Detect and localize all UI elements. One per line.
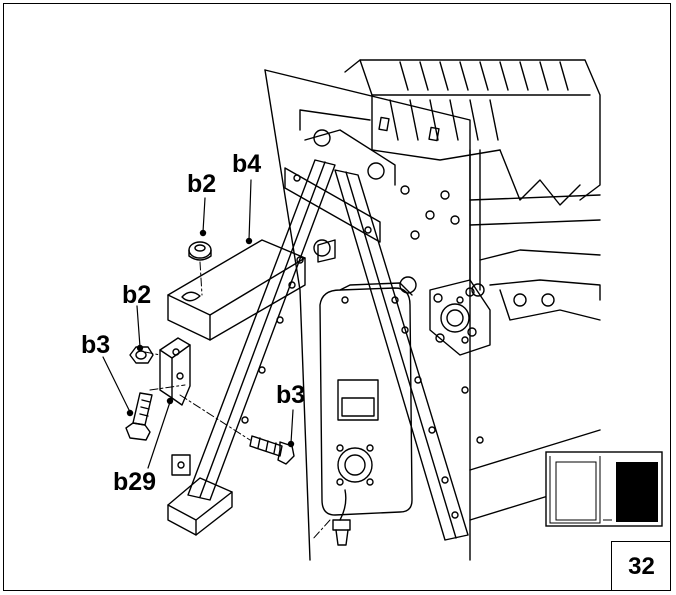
alignment-lines [144,261,331,541]
callout-b3-left: b3 [81,331,111,359]
callout-b3-right: b3 [276,381,306,409]
page-number: 32 [611,541,671,591]
leader-lines [102,179,294,469]
callout-b29: b29 [113,468,157,496]
callout-b2-top: b2 [187,170,217,198]
diagram-frame [3,3,671,591]
bracket-b29 [159,337,191,406]
control-box [319,282,413,546]
callout-b2-mid: b2 [122,281,152,309]
pipe-flange [429,279,491,356]
bolt-b3-left [125,392,153,441]
rear-panel [264,69,601,561]
callout-b4: b4 [232,150,262,178]
beam-b4 [167,239,306,341]
lifting-a-frame [167,129,469,541]
bolt-b3-right [249,435,295,465]
machine-position-thumbnail-icon [545,451,663,527]
nut-b2-top [188,241,212,261]
leader-dots [126,229,295,448]
